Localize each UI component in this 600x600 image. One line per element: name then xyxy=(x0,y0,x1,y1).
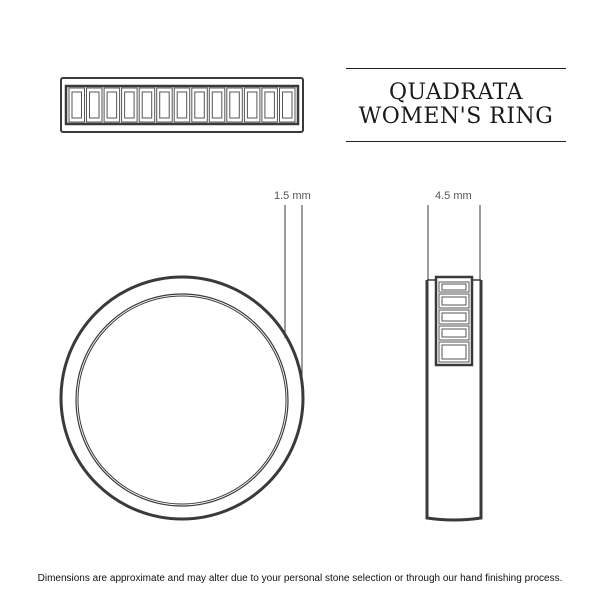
product-type: WOMEN'S RING xyxy=(358,104,554,129)
title-rule-top xyxy=(346,68,566,69)
product-name: QUADRATA xyxy=(388,80,524,105)
title-rule-bottom xyxy=(346,141,566,142)
disclaimer-text: Dimensions are approximate and may alter… xyxy=(37,573,563,584)
title-block: QUADRATA WOMEN'S RING xyxy=(346,68,566,142)
band-width-label: 4.5 mm xyxy=(435,190,472,202)
band-thickness-label: 1.5 mm xyxy=(274,190,311,202)
